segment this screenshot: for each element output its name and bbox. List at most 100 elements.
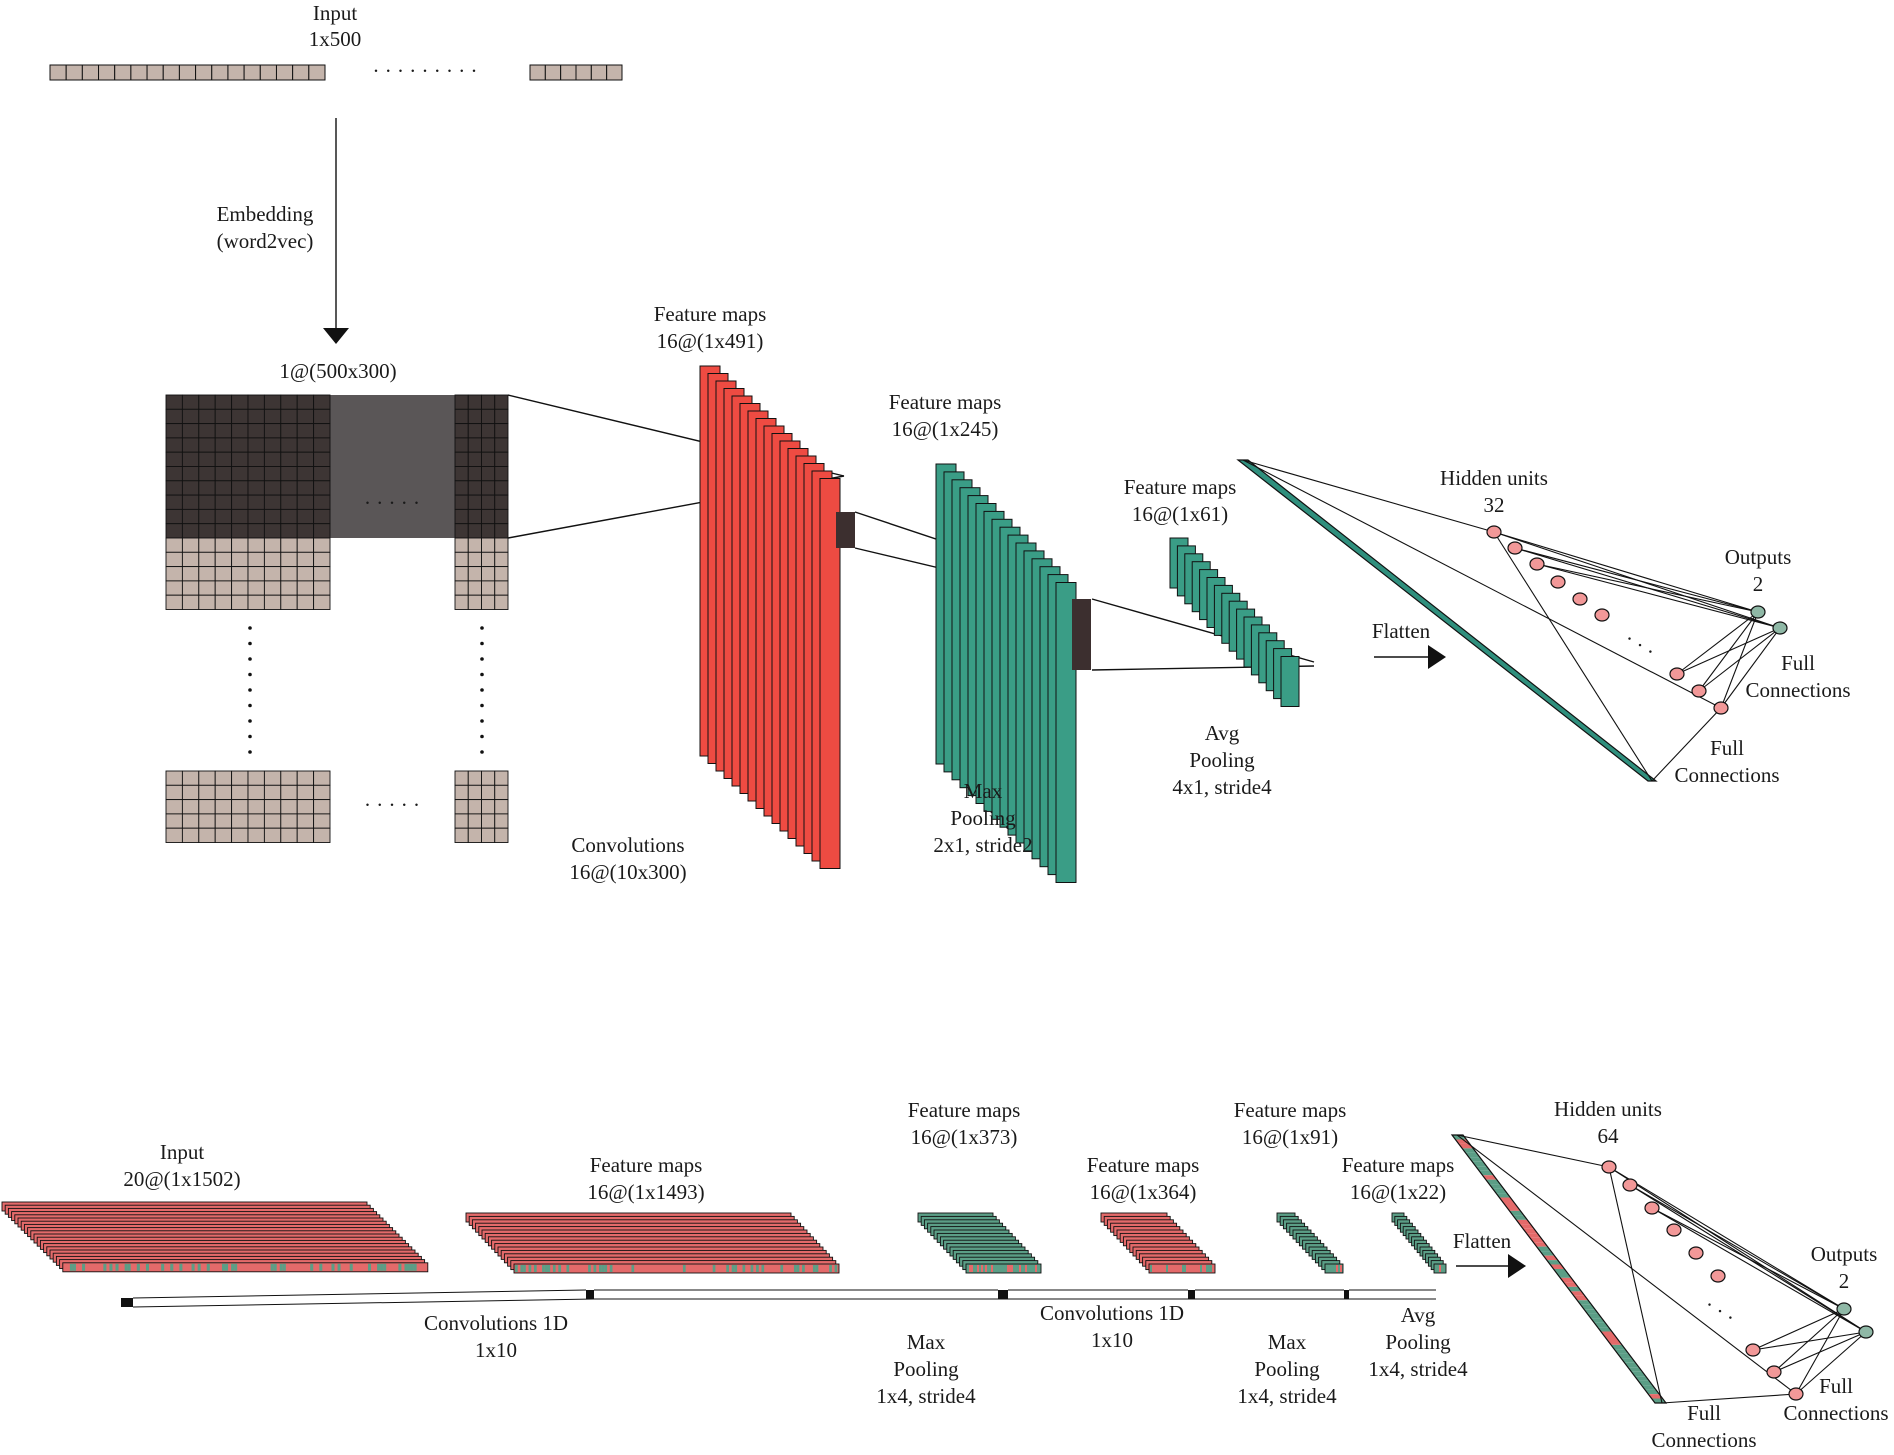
embedding-cell bbox=[454, 480, 469, 496]
embedding-label-sub: (word2vec) bbox=[217, 229, 314, 253]
embedding-cell bbox=[181, 813, 200, 829]
embedding-cell bbox=[280, 451, 298, 467]
embedding-cell bbox=[280, 508, 298, 525]
connection-line bbox=[1608, 1166, 1867, 1333]
embedding-cell bbox=[181, 784, 200, 801]
input-cell bbox=[130, 64, 148, 81]
vertical-dot bbox=[480, 672, 484, 677]
embedding-cell bbox=[198, 784, 216, 801]
embedding-cell bbox=[231, 827, 249, 843]
embedding-cell bbox=[165, 408, 183, 425]
embedding-cell bbox=[198, 480, 216, 496]
sequence-stripe bbox=[1336, 1265, 1338, 1272]
sequence-stripe bbox=[221, 1263, 226, 1271]
sequence-stripe bbox=[558, 1265, 562, 1272]
sequence-stripe bbox=[109, 1263, 113, 1271]
embedding-cell bbox=[181, 451, 200, 467]
embedding-cell bbox=[280, 523, 298, 539]
sequence-stripe bbox=[367, 1263, 372, 1271]
sequence-stripe bbox=[780, 1265, 784, 1272]
embedding-cell bbox=[481, 827, 496, 843]
embedding-cell bbox=[313, 523, 331, 539]
receptive-window bbox=[1344, 1290, 1349, 1299]
embedding-cell bbox=[263, 827, 282, 843]
bottom-hidden-count: 64 bbox=[1598, 1124, 1620, 1148]
sequence-stripe bbox=[609, 1265, 613, 1272]
sequence-sheet bbox=[513, 1263, 840, 1274]
vertical-dot bbox=[248, 719, 252, 723]
flatten-segment bbox=[1631, 1371, 1646, 1377]
embedding-cell bbox=[481, 466, 496, 482]
bottom-fmap2-label: Feature maps bbox=[908, 1098, 1021, 1122]
bottom-flatten-vector bbox=[1450, 1134, 1668, 1404]
vertical-dot bbox=[248, 657, 252, 661]
embedding-cell bbox=[214, 394, 233, 410]
hidden-unit-node bbox=[1669, 667, 1685, 681]
flatten-segment bbox=[1539, 1251, 1555, 1256]
flatten-segment bbox=[1553, 1269, 1568, 1274]
embedding-cell bbox=[214, 537, 233, 553]
embedding-cell bbox=[165, 451, 183, 467]
embedding-arrowhead bbox=[323, 328, 349, 344]
embedding-cell bbox=[280, 784, 298, 801]
embedding-cell bbox=[481, 566, 496, 582]
sequence-stripe bbox=[407, 1263, 411, 1271]
sequence-stripe bbox=[124, 1263, 128, 1271]
connection-line bbox=[1752, 1331, 1867, 1351]
sequence-stripe bbox=[1166, 1265, 1168, 1272]
embedding-cell bbox=[263, 551, 282, 568]
embedding-cell bbox=[165, 394, 183, 410]
sequence-stripe bbox=[528, 1265, 532, 1272]
flatten-segment bbox=[1580, 1304, 1595, 1310]
embedding-cell bbox=[231, 523, 249, 539]
bottom-maxpool1-params: 1x4, stride4 bbox=[876, 1384, 976, 1408]
embedding-cell bbox=[214, 770, 233, 786]
vertical-dot bbox=[480, 750, 484, 754]
sequence-stripe bbox=[1011, 1265, 1013, 1272]
flatten-segment bbox=[1523, 1228, 1538, 1234]
bottom-network: Input 20@(1x1502) Feature maps 16@(1x149… bbox=[1, 1097, 1889, 1452]
convolutions-size: 16@(10x300) bbox=[569, 860, 686, 884]
sequence-stripe bbox=[349, 1263, 353, 1271]
embedding-cell bbox=[231, 437, 249, 453]
embedding-cell bbox=[280, 494, 298, 510]
embedding-cell bbox=[481, 537, 496, 553]
embedding-cell bbox=[296, 437, 315, 453]
embedding-cell bbox=[231, 551, 249, 568]
top-avgpool-label: Avg bbox=[1205, 721, 1240, 745]
embedding-cell bbox=[198, 551, 216, 568]
embedding-cell bbox=[481, 784, 496, 801]
sequence-stripe bbox=[1210, 1265, 1212, 1272]
top-fmap1-size: 16@(1x491) bbox=[657, 329, 764, 353]
embedding-cell bbox=[313, 423, 331, 439]
embedding-cell bbox=[296, 594, 315, 610]
embedding-cell bbox=[247, 784, 265, 801]
flatten-segment bbox=[1529, 1237, 1545, 1243]
embedding-cell bbox=[313, 580, 331, 596]
flatten-segment bbox=[1495, 1193, 1511, 1198]
embedding-cell bbox=[231, 394, 249, 410]
sequence-stripe bbox=[1208, 1265, 1210, 1272]
bottom-feature-maps-1 bbox=[465, 1212, 840, 1299]
top-fmap3-size: 16@(1x61) bbox=[1132, 502, 1228, 526]
connection-line bbox=[1242, 459, 1495, 533]
sequence-stripe bbox=[977, 1265, 979, 1272]
embedding-cell bbox=[165, 494, 183, 510]
embedding-cell bbox=[481, 408, 496, 425]
embedding-cell bbox=[247, 437, 265, 453]
flatten-segment bbox=[1512, 1215, 1528, 1220]
connection-line bbox=[1536, 563, 1781, 629]
embedding-cell bbox=[231, 813, 249, 829]
embedding-cell bbox=[296, 566, 315, 582]
embedding-cell bbox=[454, 813, 469, 829]
embedding-cell bbox=[247, 799, 265, 815]
embedding-cell bbox=[247, 813, 265, 829]
embedding-cell bbox=[280, 580, 298, 596]
sequence-stripe bbox=[566, 1265, 570, 1272]
sequence-stripe bbox=[1150, 1265, 1152, 1272]
embedding-cell bbox=[296, 451, 315, 467]
embedding-cell bbox=[247, 594, 265, 610]
vertical-dot bbox=[248, 688, 252, 692]
input-cell bbox=[243, 64, 261, 81]
embedding-cell bbox=[481, 799, 496, 815]
